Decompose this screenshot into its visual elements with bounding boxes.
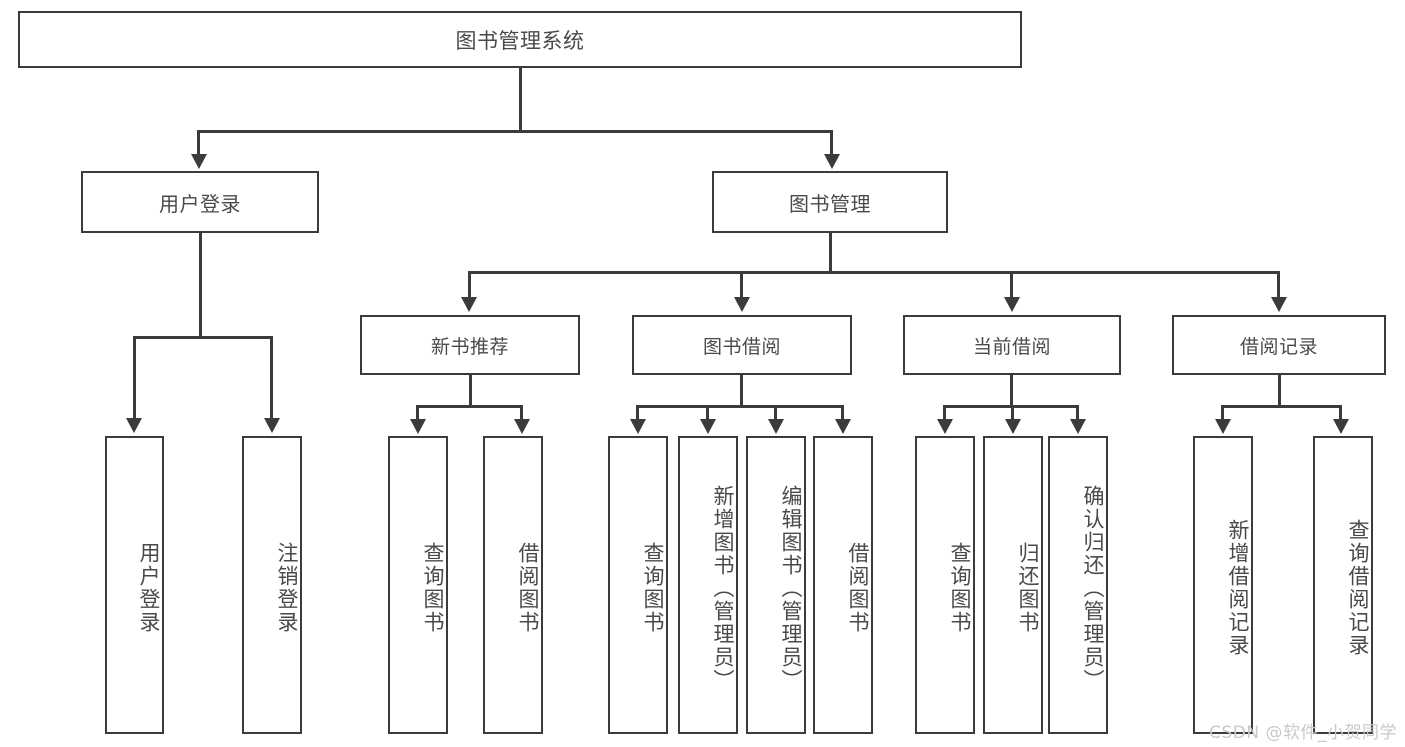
node-label: 用户登录 (137, 542, 161, 634)
connector-root-drop-left (197, 130, 200, 156)
node-label: 确认归还（管理员） (1081, 484, 1105, 692)
connector-book-borrow-bar (636, 405, 844, 408)
node-label: 用户登录 (159, 191, 241, 216)
arrow-to-leaf-br-add (1215, 419, 1231, 434)
connector-current-borrow-drop-3 (1076, 405, 1079, 421)
connector-current-borrow-drop-2 (1011, 405, 1014, 421)
node-label: 查询图书 (421, 542, 445, 634)
node-label: 查询借阅记录 (1346, 519, 1370, 657)
connector-book-manage-bar (468, 271, 1280, 274)
connector-user-login-drop-1 (133, 336, 136, 420)
node-label: 归还图书 (1016, 542, 1040, 634)
node-label: 当前借阅 (972, 335, 1051, 358)
arrow-to-leaf-logout (264, 418, 280, 433)
node-label: 图书管理 (789, 191, 871, 216)
leaf-new-book-borrow[interactable]: 借阅图书 (483, 436, 543, 734)
arrow-to-current-borrow (1004, 297, 1020, 312)
node-label: 图书借阅 (702, 335, 781, 358)
arrow-to-leaf-bb-edit (768, 419, 784, 434)
connector-root-stem (519, 68, 522, 130)
node-label: 图书管理系统 (455, 28, 585, 53)
connector-book-manage-drop-1 (468, 271, 471, 299)
connector-user-login-bar (133, 336, 272, 339)
node-label: 查询图书 (948, 542, 972, 634)
arrow-to-user-login (191, 154, 207, 169)
connector-new-book-bar (416, 405, 523, 408)
leaf-book-borrow-borrow[interactable]: 借阅图书 (813, 436, 873, 734)
leaf-book-borrow-add[interactable]: 新增图书（管理员） (678, 436, 738, 734)
arrow-to-book-manage (824, 154, 840, 169)
connector-book-borrow-stem (740, 375, 743, 405)
node-label: 借阅记录 (1239, 335, 1318, 358)
connector-borrow-record-stem (1278, 375, 1281, 405)
connector-borrow-record-drop-2 (1339, 405, 1342, 421)
node-label: 编辑图书（管理员） (779, 484, 803, 692)
connector-book-manage-drop-4 (1277, 271, 1280, 299)
leaf-book-borrow-edit[interactable]: 编辑图书（管理员） (746, 436, 806, 734)
arrow-to-leaf-cb-query (937, 419, 953, 434)
node-label: 借阅图书 (846, 542, 870, 634)
arrow-to-leaf-new-book-borrow (514, 419, 530, 434)
arrow-to-leaf-cb-confirm (1070, 419, 1086, 434)
node-label: 注销登录 (275, 542, 299, 634)
connector-root-bar (197, 130, 833, 133)
leaf-new-book-query[interactable]: 查询图书 (388, 436, 448, 734)
leaf-user-login[interactable]: 用户登录 (105, 436, 164, 734)
connector-new-book-stem (469, 375, 472, 405)
connector-book-borrow-drop-2 (706, 405, 709, 421)
arrow-to-book-borrow (734, 297, 750, 312)
arrow-to-leaf-br-query (1333, 419, 1349, 434)
connector-book-borrow-drop-4 (841, 405, 844, 421)
leaf-borrow-record-query[interactable]: 查询借阅记录 (1313, 436, 1373, 734)
leaf-current-borrow-query[interactable]: 查询图书 (915, 436, 975, 734)
node-label: 新书推荐 (430, 335, 509, 358)
node-new-book-recommend[interactable]: 新书推荐 (360, 315, 580, 375)
leaf-current-borrow-return[interactable]: 归还图书 (983, 436, 1043, 734)
connector-book-borrow-drop-1 (636, 405, 639, 421)
connector-book-manage-drop-3 (1010, 271, 1013, 299)
connector-new-book-drop-2 (520, 405, 523, 421)
node-book-manage[interactable]: 图书管理 (712, 171, 948, 233)
arrow-to-leaf-user-login (126, 418, 142, 433)
arrow-to-leaf-cb-return (1005, 419, 1021, 434)
connector-book-manage-stem (829, 233, 832, 271)
node-current-borrow[interactable]: 当前借阅 (903, 315, 1121, 375)
connector-root-drop-right (830, 130, 833, 156)
connector-new-book-drop-1 (416, 405, 419, 421)
connector-user-login-drop-2 (270, 336, 273, 420)
leaf-borrow-record-add[interactable]: 新增借阅记录 (1193, 436, 1253, 734)
node-root-system[interactable]: 图书管理系统 (18, 11, 1022, 68)
connector-current-borrow-drop-1 (943, 405, 946, 421)
arrow-to-borrow-record (1271, 297, 1287, 312)
node-label: 借阅图书 (516, 542, 540, 634)
arrow-to-leaf-bb-add (700, 419, 716, 434)
connector-borrow-record-bar (1221, 405, 1341, 408)
node-label: 查询图书 (641, 542, 665, 634)
node-label: 新增图书（管理员） (711, 484, 735, 692)
arrow-to-leaf-bb-query (630, 419, 646, 434)
leaf-current-borrow-confirm[interactable]: 确认归还（管理员） (1048, 436, 1108, 734)
connector-borrow-record-drop-1 (1221, 405, 1224, 421)
connector-user-login-stem (199, 233, 202, 336)
node-book-borrow[interactable]: 图书借阅 (632, 315, 852, 375)
node-user-login[interactable]: 用户登录 (81, 171, 319, 233)
leaf-logout[interactable]: 注销登录 (242, 436, 302, 734)
connector-current-borrow-bar (943, 405, 1078, 408)
arrow-to-new-book (461, 297, 477, 312)
leaf-book-borrow-query[interactable]: 查询图书 (608, 436, 668, 734)
arrow-to-leaf-bb-borrow (835, 419, 851, 434)
arrow-to-leaf-new-book-query (410, 419, 426, 434)
connector-book-borrow-drop-3 (774, 405, 777, 421)
connector-current-borrow-stem (1010, 375, 1013, 405)
node-label: 新增借阅记录 (1226, 519, 1250, 657)
connector-book-manage-drop-2 (740, 271, 743, 299)
node-borrow-record[interactable]: 借阅记录 (1172, 315, 1386, 375)
